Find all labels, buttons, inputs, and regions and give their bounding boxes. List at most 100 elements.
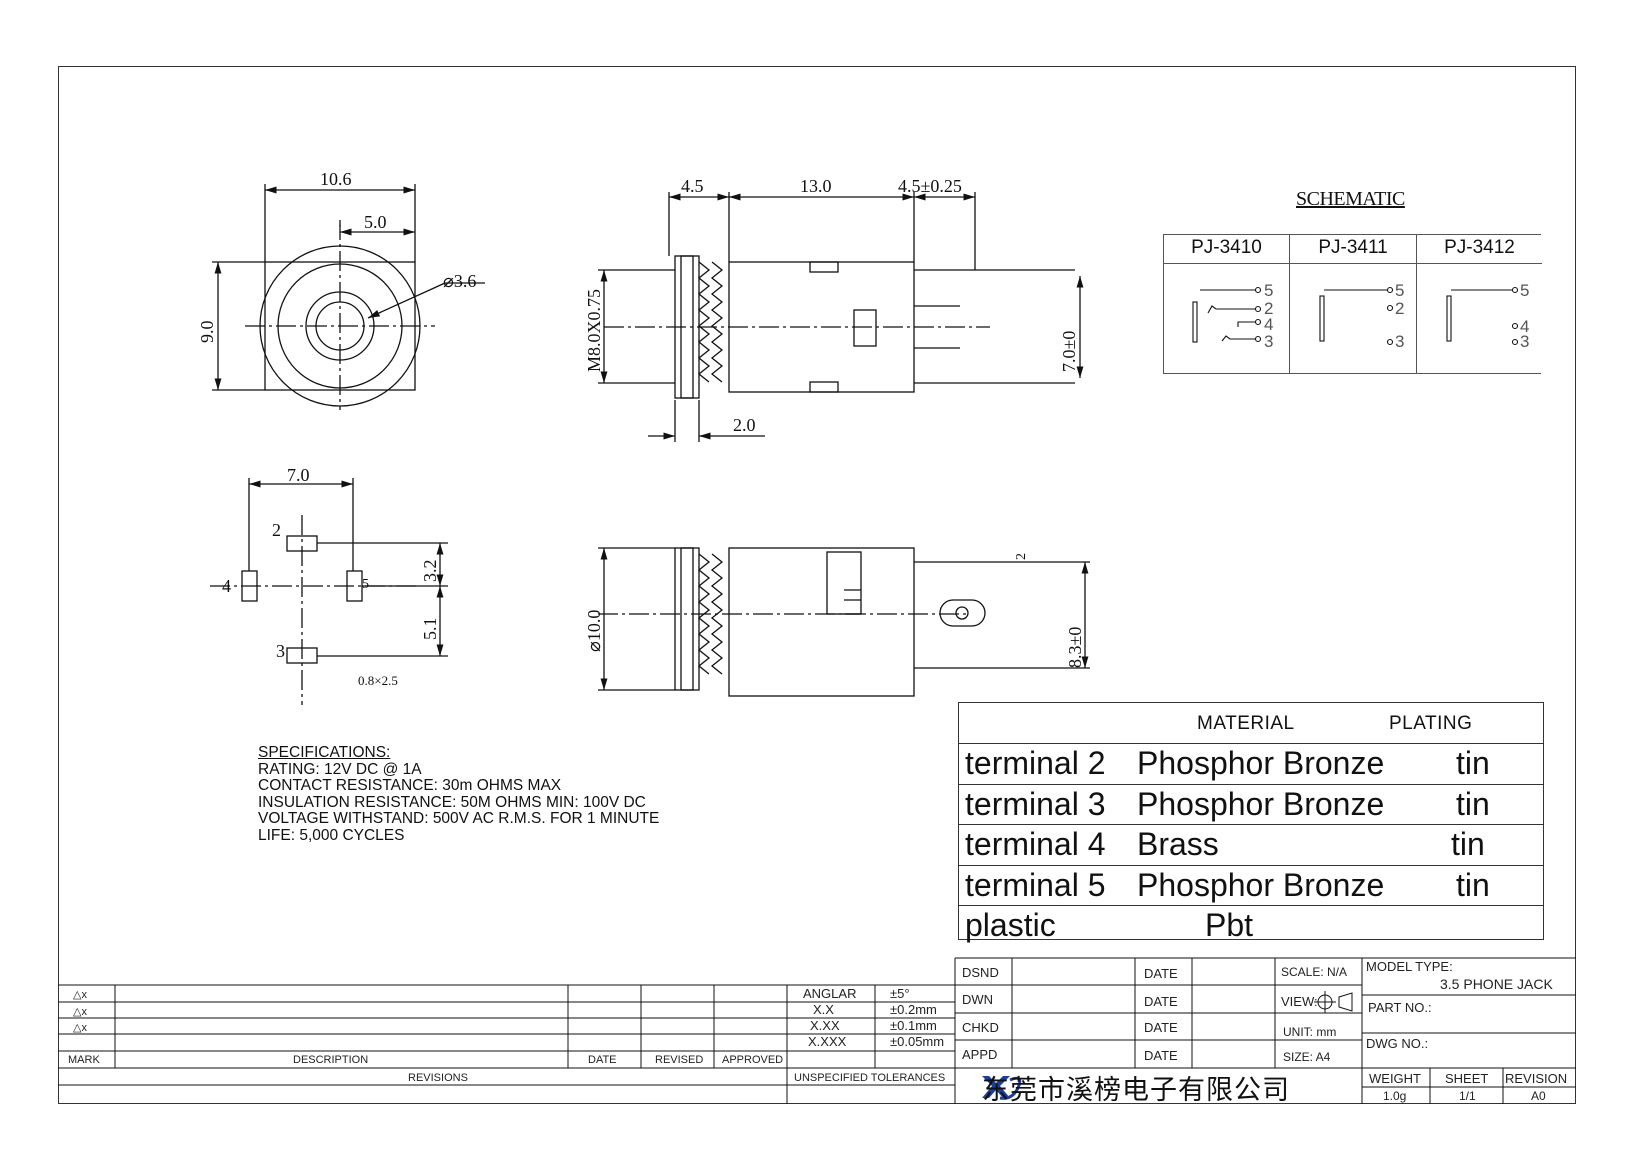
dim-side-a: 4.5 — [681, 176, 704, 196]
schematic-cell: PJ-3411 — [1290, 235, 1417, 373]
tol-value: ±0.2mm — [890, 1002, 937, 1017]
revision-mark: △x — [73, 989, 87, 1001]
sheet-label: SHEET — [1445, 1071, 1488, 1086]
dim-front-height: 9.0 — [197, 321, 217, 344]
scale-label: SCALE: N/A — [1281, 965, 1347, 979]
spec-line: LIFE: 5,000 CYCLES — [258, 826, 405, 844]
dim-foot-h1: 3.2 — [420, 560, 440, 583]
schematic-title: SCHEMATIC — [1296, 188, 1405, 210]
dimension-labels: 10.6 5.0 ⌀3.6 9.0 4.5 13.0 4.5±0.25 M8.0… — [197, 169, 1085, 688]
pin-5-label: 5 — [1264, 281, 1273, 300]
material-value: Phosphor Bronze — [1137, 785, 1385, 822]
material-value: Brass — [1137, 826, 1219, 862]
revision-table-lines — [58, 958, 956, 1104]
pin-label-3: 3 — [276, 641, 285, 661]
sheet-value: 1/1 — [1459, 1089, 1476, 1103]
unit-label: UNIT: mm — [1283, 1025, 1336, 1039]
pin-label-5: 5 — [362, 577, 369, 592]
company-name: 东莞市溪榜电子有限公司 — [982, 1075, 1290, 1106]
drawing-sheet-border — [58, 66, 1576, 1104]
material-row: terminal 5 Phosphor Bronze tin — [959, 866, 1543, 906]
spec-line: VOLTAGE WITHSTAND: 500V AC R.M.S. FOR 1 … — [258, 810, 660, 827]
dim-bottom-diameter: ⌀10.0 — [584, 610, 604, 652]
schematic-symbols — [1192, 286, 1519, 346]
weight-value: 1.0g — [1383, 1089, 1406, 1103]
title-block-lines — [955, 957, 1576, 1104]
header-material: MATERIAL — [1197, 713, 1295, 734]
specifications-block: SPECIFICATIONS: RATING: 12V DC @ 1A CONT… — [258, 744, 660, 844]
dim-pad-size: 0.8×2.5 — [358, 673, 398, 688]
dim-front-width: 10.6 — [320, 169, 352, 189]
pin-5-label: 5 — [1520, 281, 1529, 300]
rev-header-approved: APPROVED — [722, 1054, 783, 1066]
rev-header-date: DATE — [588, 1054, 617, 1066]
pin-3-label: 3 — [1264, 332, 1273, 351]
dim-bottom-height: 8.3±0 — [1065, 627, 1085, 668]
specifications-title: SPECIFICATIONS: — [258, 744, 391, 761]
weight-label: WEIGHT — [1369, 1071, 1421, 1086]
front-view — [212, 184, 485, 410]
schematic-pin-labels: 5 2 4 3 5 2 3 5 4 3 — [1264, 281, 1529, 351]
tol-label: X.X — [813, 1002, 834, 1017]
dim-thread: M8.0X0.75 — [584, 289, 604, 372]
material-table-header: MATERIAL PLATING — [959, 703, 1543, 744]
revision-label: REVISION — [1505, 1071, 1567, 1086]
part-name: terminal 4 — [965, 826, 1106, 862]
pin-5-label: 5 — [1395, 281, 1404, 300]
pin-3-label: 3 — [1395, 332, 1404, 351]
pin-3-label: 3 — [1520, 332, 1529, 351]
rev-header-mark: MARK — [68, 1054, 100, 1066]
revision-value: A0 — [1531, 1089, 1546, 1103]
role-appd: APPD — [962, 1047, 997, 1062]
tol-label: ANGLAR — [803, 986, 856, 1001]
dim-foot-h2: 5.1 — [420, 618, 440, 641]
material-value: Phosphor Bronze — [1137, 866, 1385, 903]
model-type-value: 3.5 PHONE JACK — [1440, 976, 1553, 992]
bottom-view — [598, 547, 1090, 697]
spec-line: INSULATION RESISTANCE: 50M OHMS MIN: 100… — [258, 793, 646, 811]
revisions-footer: REVISIONS — [408, 1072, 468, 1084]
company-logo-icon — [982, 1076, 1022, 1100]
plating-value: tin — [1456, 785, 1490, 822]
part-name: terminal 3 — [965, 785, 1106, 822]
date-label: DATE — [1144, 1020, 1178, 1035]
pin-4-label: 4 — [1264, 315, 1273, 334]
dim-front-half-width: 5.0 — [364, 212, 387, 232]
dim-side-height: 7.0±0 — [1059, 331, 1079, 372]
dwg-no-label: DWG NO.: — [1366, 1036, 1428, 1051]
dim-foot-width: 7.0 — [287, 465, 310, 485]
material-row: terminal 3 Phosphor Bronze tin — [959, 785, 1543, 825]
tol-value: ±5° — [890, 986, 910, 1001]
spec-line: CONTACT RESISTANCE: 30m OHMS MAX — [258, 777, 562, 794]
tol-value: ±0.05mm — [890, 1034, 944, 1049]
part-name: terminal 5 — [965, 866, 1106, 903]
tolerances-footer: UNSPECIFIED TOLERANCES — [794, 1072, 945, 1084]
tol-value: ±0.1mm — [890, 1018, 937, 1033]
part-name: plastic — [965, 907, 1056, 943]
date-label: DATE — [1144, 966, 1178, 981]
tol-label: X.XX — [810, 1018, 840, 1033]
part-no-label: PART NO.: — [1368, 1000, 1432, 1015]
plating-value: tin — [1451, 826, 1485, 862]
dim-hole-diameter: ⌀3.6 — [443, 271, 476, 291]
model-label: PJ-3411 — [1290, 237, 1416, 264]
view-label: VIEW: — [1281, 994, 1318, 1009]
title-block-text: DSND DWN CHKD APPD DATE DATE DATE DATE S… — [962, 959, 1567, 1103]
dim-bottom-tag: 2 — [1014, 553, 1029, 560]
schematic-cell: PJ-3412 — [1417, 235, 1542, 373]
role-dwn: DWN — [962, 992, 993, 1007]
side-view — [598, 192, 1084, 442]
revision-mark: △x — [73, 1022, 87, 1034]
tol-label: X.XXX — [808, 1034, 847, 1049]
spec-line: RATING: 12V DC @ 1A — [258, 760, 422, 778]
dim-side-b: 13.0 — [800, 176, 832, 196]
pin-label-2: 2 — [272, 520, 281, 540]
date-label: DATE — [1144, 1048, 1178, 1063]
role-dsnd: DSND — [962, 965, 999, 980]
header-plating: PLATING — [1389, 713, 1473, 734]
revision-mark: △x — [73, 1006, 87, 1018]
pin-2-label: 2 — [1395, 299, 1404, 318]
part-name: terminal 2 — [965, 745, 1106, 781]
schematic-cell: PJ-3410 — [1164, 235, 1290, 373]
